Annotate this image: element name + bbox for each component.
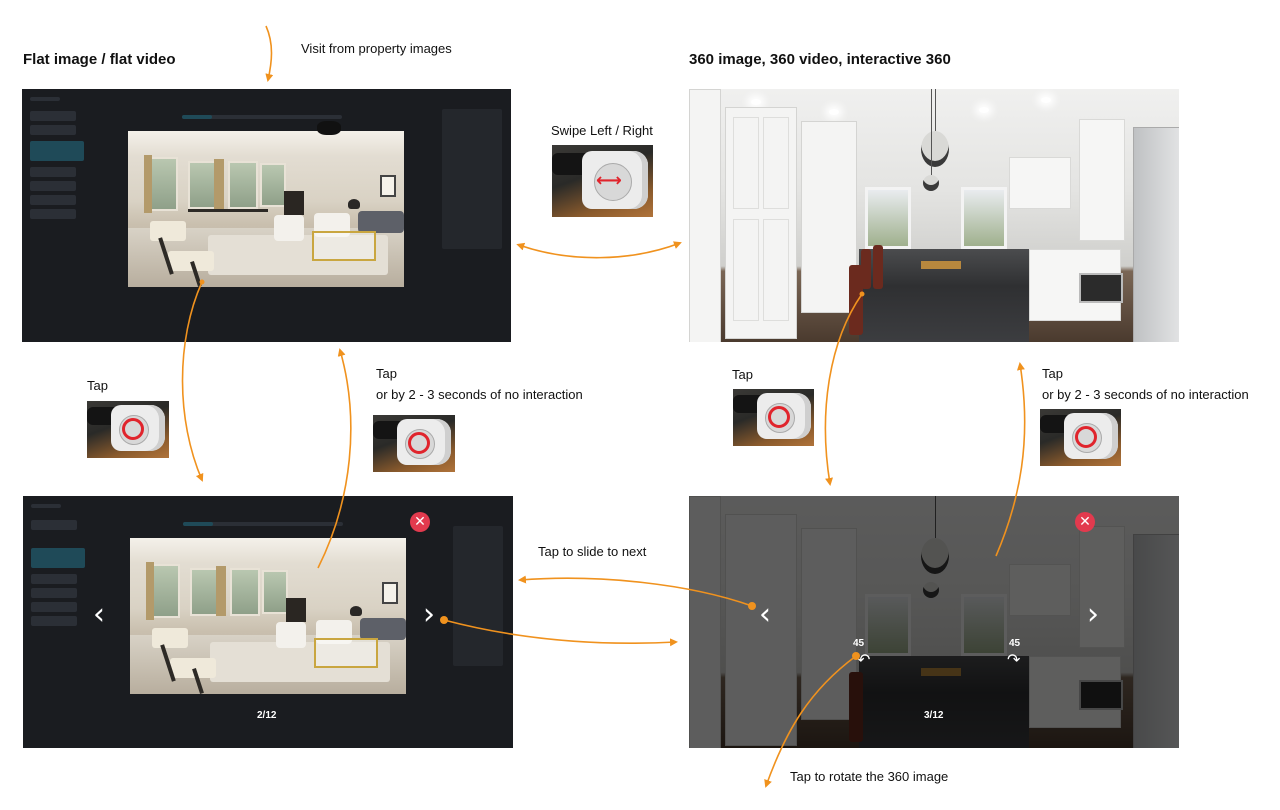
rotate-left-icon[interactable]: ↶ bbox=[857, 650, 871, 669]
vr-swipe-thumbnail: ⟷ bbox=[552, 145, 653, 217]
rotate-right-icon[interactable]: ↷ bbox=[1007, 650, 1021, 669]
tap-label-right-up: Tap bbox=[1042, 366, 1063, 381]
rotate-right-degree: 45 bbox=[1009, 638, 1021, 649]
slide-prev-arrow bbox=[518, 575, 753, 607]
tap-down-arrow-right bbox=[824, 293, 863, 486]
flat-section-title: Flat image / flat video bbox=[23, 51, 176, 68]
slide-next-arrow bbox=[443, 619, 678, 647]
close-icon[interactable]: ✕ bbox=[1075, 512, 1095, 532]
living-room-photo bbox=[128, 131, 404, 287]
chevron-left-icon[interactable]: ‹ bbox=[759, 597, 771, 632]
vr-tap-thumbnail-right-down bbox=[733, 389, 814, 446]
rotate-label: Tap to rotate the 360 image bbox=[790, 769, 949, 784]
slide-next-label: Tap to slide to next bbox=[538, 544, 647, 559]
tap-label-right-down: Tap bbox=[732, 367, 753, 382]
chevron-right-icon[interactable]: › bbox=[1087, 597, 1099, 632]
close-icon[interactable]: ✕ bbox=[410, 512, 430, 532]
swipe-label: Swipe Left / Right bbox=[551, 123, 653, 138]
tap-up-arrow-right bbox=[995, 362, 1026, 557]
chevron-left-icon[interactable]: ‹ bbox=[93, 597, 105, 632]
flat-overlay-screen: ✕ ‹ › 2/12 bbox=[23, 496, 513, 748]
page-indicator: 2/12 bbox=[257, 710, 277, 721]
living-room-photo-overlay bbox=[130, 538, 406, 694]
chevron-right-icon[interactable]: › bbox=[423, 597, 435, 632]
swipe-arrow bbox=[516, 241, 682, 259]
vr-tap-thumbnail-mid bbox=[373, 415, 455, 472]
flat-image-screen bbox=[22, 89, 511, 342]
visit-arrow bbox=[265, 25, 274, 82]
tap-down-arrow-left bbox=[181, 281, 204, 482]
pano-image-screen bbox=[689, 89, 1179, 342]
pano-overlay-screen: ✕ ‹ › 45 45 ↶ ↷ 3/12 bbox=[689, 496, 1179, 748]
rotate-arrow bbox=[764, 655, 857, 788]
vr-tap-thumbnail-right-up bbox=[1040, 409, 1121, 466]
pano-section-title: 360 image, 360 video, interactive 360 bbox=[689, 51, 951, 68]
visit-label: Visit from property images bbox=[301, 41, 452, 56]
vr-tap-thumbnail-left bbox=[87, 401, 169, 458]
tap-up-arrow-left bbox=[317, 348, 352, 569]
tap-label-mid: Tap bbox=[376, 366, 397, 381]
page-indicator: 3/12 bbox=[924, 710, 944, 721]
tap-label-right-up-sub: or by 2 - 3 seconds of no interaction bbox=[1042, 387, 1249, 402]
rotate-left-degree: 45 bbox=[853, 638, 865, 649]
tap-label-left: Tap bbox=[87, 378, 108, 393]
tap-label-mid-sub: or by 2 - 3 seconds of no interaction bbox=[376, 387, 583, 402]
